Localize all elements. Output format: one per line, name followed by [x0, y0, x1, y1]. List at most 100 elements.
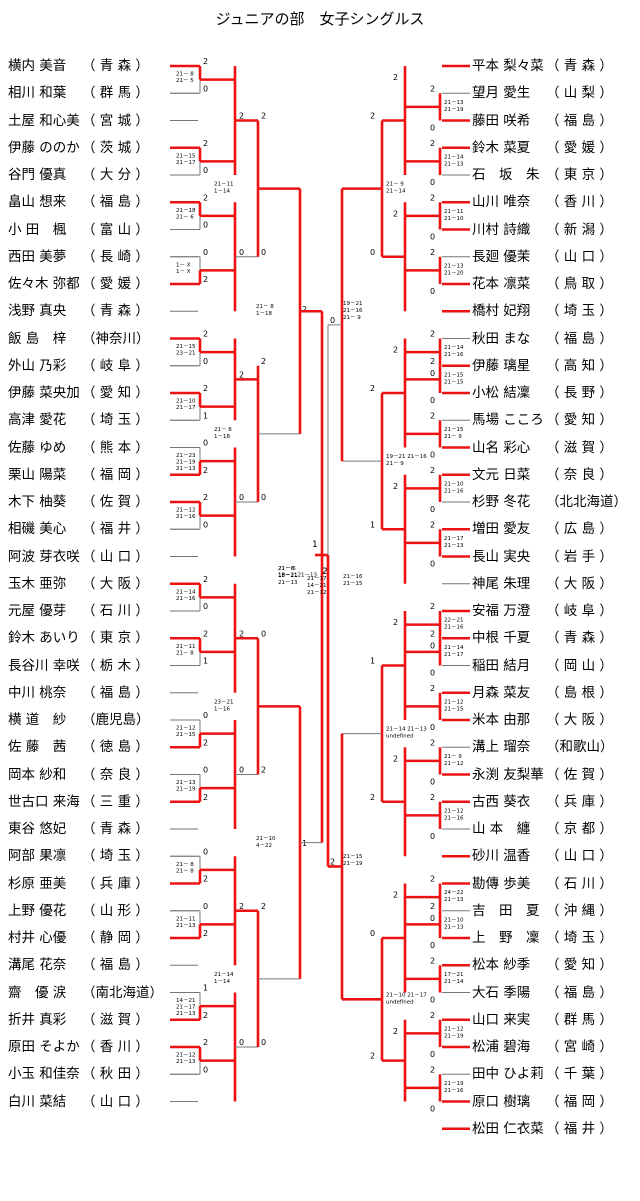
player-name: 岡本 紗和 [8, 766, 67, 783]
player-name: 望月 愛生 [472, 85, 531, 102]
match-count: 2 [203, 738, 208, 747]
match-count: 1 [203, 657, 208, 666]
player-name: 木下 柚葵 [8, 494, 67, 510]
player-prefecture: （ 岩 手 ） [546, 548, 613, 565]
match-count: 0 [430, 560, 435, 569]
player-name: 月森 菜友 [472, 684, 531, 701]
game-score: 21－ 9 [386, 182, 404, 188]
player-name: 上 野 凜 [472, 930, 540, 946]
player-prefecture: （ 秋 田 ） [82, 1066, 149, 1083]
left-player: 原田 そよか（ 香 川 ） [8, 1039, 149, 1055]
left-player: 横 道 紗（鹿児島） [8, 712, 150, 728]
game-score: 21－18 [176, 208, 196, 214]
player-prefecture: （ 岡 山 ） [546, 657, 613, 674]
right-player: 吉 田 夏（ 沖 縄 ） [472, 903, 613, 919]
game-score: 21－14 [444, 345, 464, 351]
match-count: 0 [370, 248, 375, 257]
match-count: 2 [430, 956, 435, 965]
match-count: 2 [430, 1065, 435, 1074]
player-name: 馬場 こころ [472, 412, 544, 429]
game-score: 21－13 [444, 897, 464, 903]
player-prefecture: （ 石 川 ） [546, 875, 613, 892]
right-player: 神尾 朱理（ 大 阪 ） [472, 576, 613, 592]
player-prefecture: （ 香 川 ） [82, 1039, 149, 1055]
game-score: 21－13 [176, 466, 196, 472]
player-prefecture: （ 山 形 ） [82, 902, 149, 919]
player-name: 佐藤 ゆめ [8, 439, 67, 456]
left-player: 佐藤 ゆめ（ 熊 本 ） [8, 440, 149, 456]
game-score: 21－15 [343, 854, 363, 860]
match-count: 2 [430, 902, 435, 911]
game-score: 18－21 [278, 573, 298, 579]
right-player: 馬場 こころ（ 愛 知 ） [472, 412, 613, 428]
match-count: 2 [430, 248, 435, 257]
game-score: 21－19 [176, 460, 196, 466]
player-name: 浅野 真央 [8, 303, 67, 320]
match-count: 0 [430, 505, 435, 514]
player-prefecture: （ 兵 庫 ） [82, 875, 149, 892]
match-count: 1 [370, 520, 375, 529]
left-player: 伊藤 菜央加（ 愛 知 ） [8, 385, 149, 401]
player-name: 山口 来実 [472, 1011, 531, 1028]
player-prefecture: （ 三 重 ） [82, 793, 149, 810]
player-name: 増田 愛友 [472, 521, 531, 538]
game-score: 21－16 [444, 625, 464, 631]
game-score: 23－21 [214, 699, 234, 705]
game-score: 21－ 8 [176, 72, 194, 78]
match-count: 0 [203, 602, 208, 611]
game-score: 21－ 8 [176, 650, 194, 656]
right-player: 川村 詩織（ 新 潟 ） [472, 222, 613, 238]
match-count: 2 [430, 466, 435, 475]
game-score: 21－12 [444, 699, 464, 705]
match-count: 0 [203, 766, 208, 775]
right-player: 藤田 咲希（ 福 島 ） [472, 113, 613, 129]
player-name: 外山 乃彩 [8, 357, 67, 374]
game-score: 21－14 21－13 [386, 727, 427, 733]
match-count: 2 [393, 209, 398, 218]
left-player: 阿部 果凛（ 埼 玉 ） [8, 848, 149, 864]
match-count: 2 [203, 629, 208, 638]
game-score: 21－15 [343, 581, 363, 587]
player-name: 元屋 優芽 [8, 603, 67, 619]
player-name: 鈴木 あいり [8, 630, 80, 647]
game-score: 21－14 [214, 972, 234, 978]
player-prefecture: （ 愛 媛 ） [82, 276, 149, 292]
match-count: 2 [430, 139, 435, 148]
left-player: 佐々木 弥都（ 愛 媛 ） [8, 276, 149, 292]
match-count: 2 [330, 857, 335, 866]
right-player: 松田 仁衣菜（ 福 井 ） [472, 1121, 613, 1137]
match-count: 2 [370, 1052, 375, 1061]
player-name: 神尾 朱理 [472, 575, 531, 592]
match-count: 2 [430, 357, 435, 366]
match-count: 2 [430, 602, 435, 611]
player-prefecture: （ 青 森 ） [82, 58, 149, 74]
match-count: 2 [203, 929, 208, 938]
match-count: 2 [430, 520, 435, 529]
right-player: 鈴木 菜夏 （ 愛 媛 ） [472, 140, 613, 156]
game-score: 21－16 [176, 596, 196, 602]
player-prefecture: （ 京 都 ） [546, 821, 613, 837]
game-score: 21－16 [343, 308, 363, 314]
game-score: 21－ 9 [386, 461, 404, 467]
player-name: 鈴木 菜夏 [472, 139, 531, 156]
player-name: 古西 葵衣 [472, 793, 531, 810]
right-player: 稲田 結月（ 岡 山 ） [472, 658, 613, 674]
player-name: 勘傳 歩美 [472, 875, 531, 892]
right-player: 橋村 妃翔（ 埼 玉 ） [472, 303, 613, 319]
game-score: 21－ 6 [278, 566, 296, 572]
player-prefecture: （ 愛 媛 ） [546, 139, 613, 156]
match-count: 0 [261, 629, 266, 638]
player-name: 山名 彩心 [472, 439, 531, 456]
player-prefecture: （ 奈 良 ） [82, 766, 149, 783]
game-score: 21－13 [176, 780, 196, 786]
player-name: 石 坂 朱 [472, 167, 540, 183]
final-score-left: 1 [312, 540, 318, 550]
player-prefecture: （ 福 島 ） [82, 684, 149, 701]
match-count: 0 [203, 520, 208, 529]
player-name: 杉原 亜美 [8, 875, 67, 892]
match-count: 0 [430, 1050, 435, 1059]
player-prefecture: （ 栃 木 ） [82, 657, 149, 674]
player-name: 横内 美音 [8, 58, 67, 74]
game-score: 21－10 [176, 399, 196, 405]
match-count: 2 [261, 357, 266, 366]
